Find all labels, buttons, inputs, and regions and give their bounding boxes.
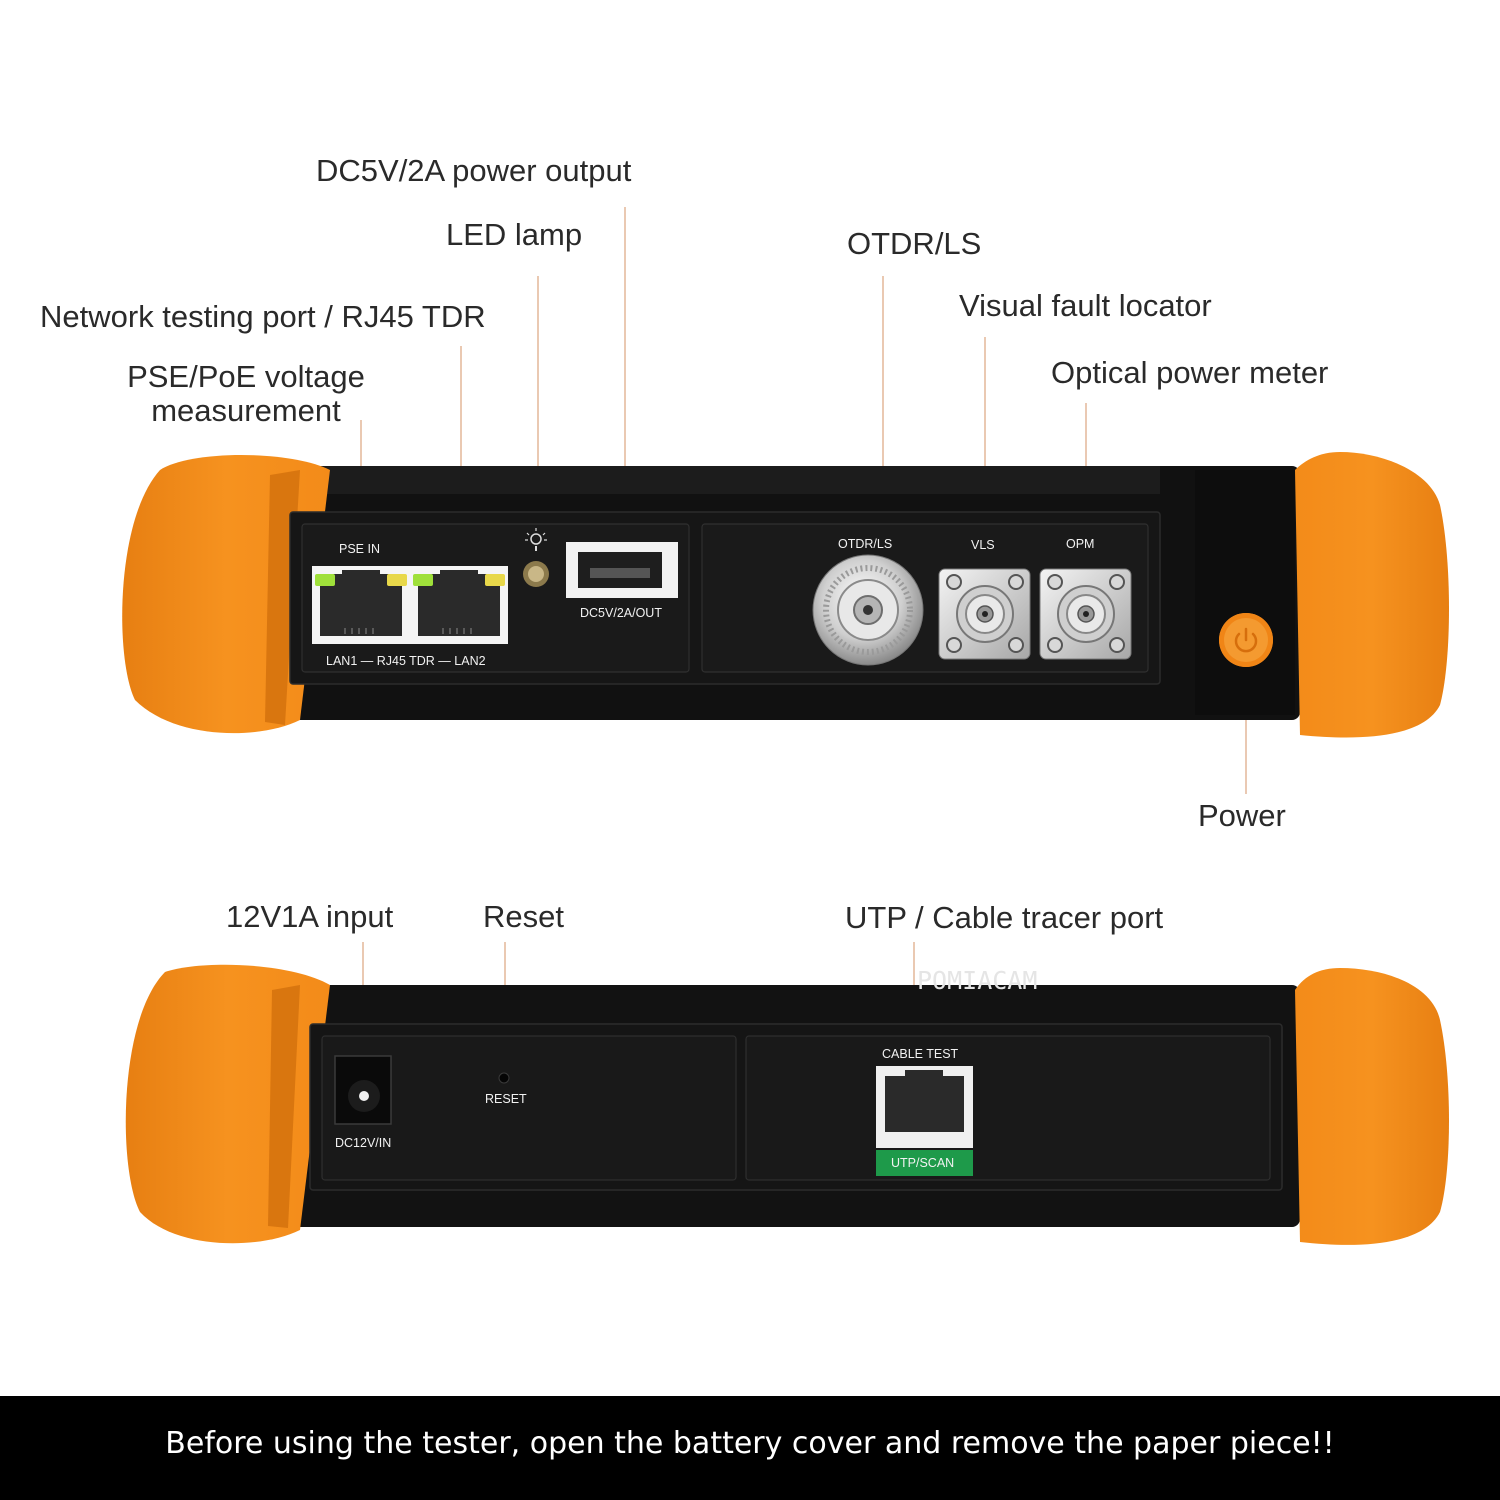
led-lamp-icon (523, 528, 549, 587)
label-pse-in: PSE IN (339, 542, 380, 556)
fiber-connector-icon (812, 554, 924, 666)
callout-utp: UTP / Cable tracer port (845, 900, 1164, 935)
banner-text: Before using the tester, open the batter… (165, 1426, 1335, 1461)
callout-power: Power (1198, 798, 1286, 833)
label-reset: RESET (485, 1092, 527, 1106)
usb-port-icon (566, 542, 678, 598)
callout-led-lamp: LED lamp (446, 217, 583, 252)
callout-pse-line1: PSE/PoE voltage (127, 359, 365, 394)
callout-opm: Optical power meter (1051, 355, 1329, 390)
callout-reset: Reset (483, 899, 564, 934)
fiber-connector-icon (1039, 568, 1132, 660)
label-dc-in: DC12V/IN (335, 1136, 392, 1150)
callout-pse-line2: measurement (151, 393, 341, 428)
callout-vfl: Visual fault locator (959, 288, 1212, 323)
label-opm: OPM (1066, 537, 1095, 551)
label-usb: DC5V/2A/OUT (580, 606, 662, 620)
callout-lines-top (360, 207, 1247, 794)
callout-pse-voltage: PSE/PoE voltage measurement (106, 360, 386, 428)
fiber-connector-icon (938, 568, 1031, 660)
label-cable-test: CABLE TEST (882, 1047, 959, 1061)
callout-12v-input: 12V1A input (226, 899, 394, 934)
rj45-port-icon (312, 566, 508, 644)
label-otdr-ls: OTDR/LS (838, 537, 893, 551)
callout-network-port: Network testing port / RJ45 TDR (40, 299, 486, 334)
label-vls: VLS (971, 538, 995, 552)
label-utp-scan: UTP/SCAN (891, 1156, 955, 1170)
watermark: POMIACAM (917, 966, 1038, 995)
label-lan: LAN1 — RJ45 TDR — LAN2 (326, 654, 486, 668)
power-icon[interactable] (1219, 613, 1273, 667)
callout-dc-output: DC5V/2A power output (316, 153, 632, 188)
bottom-device (125, 964, 1449, 1245)
callout-otdr: OTDR/LS (847, 226, 982, 261)
warning-banner: Before using the tester, open the batter… (0, 1396, 1500, 1500)
